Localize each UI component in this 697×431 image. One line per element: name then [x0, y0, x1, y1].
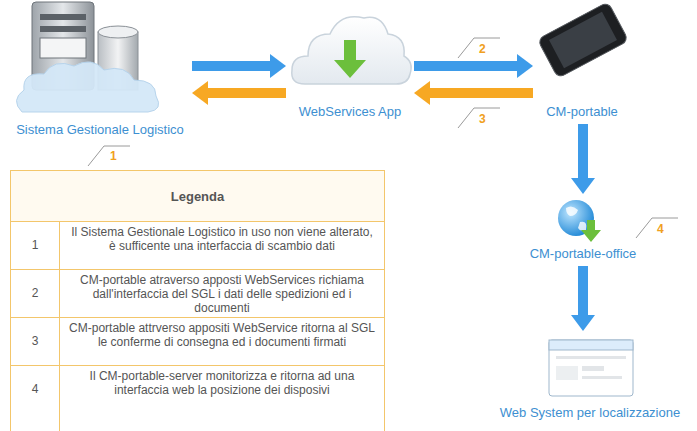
flow-arrow — [578, 124, 588, 178]
browser-line — [582, 366, 604, 371]
node-label: Sistema Gestionale Logistico — [16, 122, 184, 138]
download-arrow — [334, 40, 366, 78]
globe-icon — [558, 200, 601, 242]
flow-arrow — [208, 88, 286, 98]
flow-arrow — [192, 61, 270, 71]
globe-land — [566, 206, 586, 230]
icon-node: Web System per localizzazione — [496, 335, 685, 421]
leader-line — [458, 38, 500, 58]
browser-block — [556, 366, 578, 380]
phone-body — [537, 2, 628, 78]
cloud-icon — [292, 17, 411, 84]
flow-arrow — [414, 61, 517, 71]
icon-node: CM-portable-office — [526, 198, 641, 262]
server-slot — [40, 26, 86, 32]
table-cell: Il CM-portable-server monitorizza e rito… — [59, 365, 385, 431]
leader-line — [88, 146, 130, 166]
flow-arrow — [578, 266, 588, 315]
callout-number: 1 — [110, 149, 126, 165]
icon-node: Sistema Gestionale Logistico — [12, 2, 188, 138]
browser-bar — [549, 340, 633, 350]
table-cell: CM-portable attrverso appositi WebServic… — [59, 317, 385, 366]
node-label: CM-portable — [546, 104, 618, 120]
node-label: Web System per localizzazione — [500, 405, 680, 421]
node-label: CM-portable-office — [530, 246, 637, 262]
server-slot — [40, 14, 86, 20]
leader-line — [636, 218, 678, 238]
icon-node: WebServices App — [290, 5, 410, 120]
callout-number: 4 — [657, 222, 673, 238]
table-cell: 4 — [10, 365, 60, 431]
phone-icon — [537, 2, 628, 78]
table-cell: 2 — [10, 269, 60, 318]
server-panel — [40, 38, 86, 58]
flow-arrow — [430, 88, 533, 98]
table-cell: Il Sistema Gestionale Logistico in uso n… — [59, 221, 385, 270]
cloud-shape — [292, 17, 411, 84]
browser-window — [549, 340, 633, 396]
server-cloud-base — [16, 62, 158, 112]
download-arrow — [581, 220, 601, 242]
browser-line — [556, 356, 626, 359]
browser-icon — [549, 340, 633, 396]
callout-number: 3 — [479, 112, 495, 128]
icon-node: CM-portable — [537, 2, 627, 120]
browser-line — [582, 376, 622, 379]
database-top — [98, 26, 138, 38]
phone-screen — [549, 12, 617, 68]
leader-line — [458, 108, 500, 128]
node-label: WebServices App — [299, 104, 401, 120]
legend-header: Legenda — [10, 170, 385, 222]
server-icon — [16, 2, 158, 112]
table-cell: CM-portable atraverso apposti WebService… — [59, 269, 385, 318]
callout-number: 2 — [479, 42, 495, 58]
table-cell: 1 — [10, 221, 60, 270]
table-cell: 3 — [10, 317, 60, 366]
